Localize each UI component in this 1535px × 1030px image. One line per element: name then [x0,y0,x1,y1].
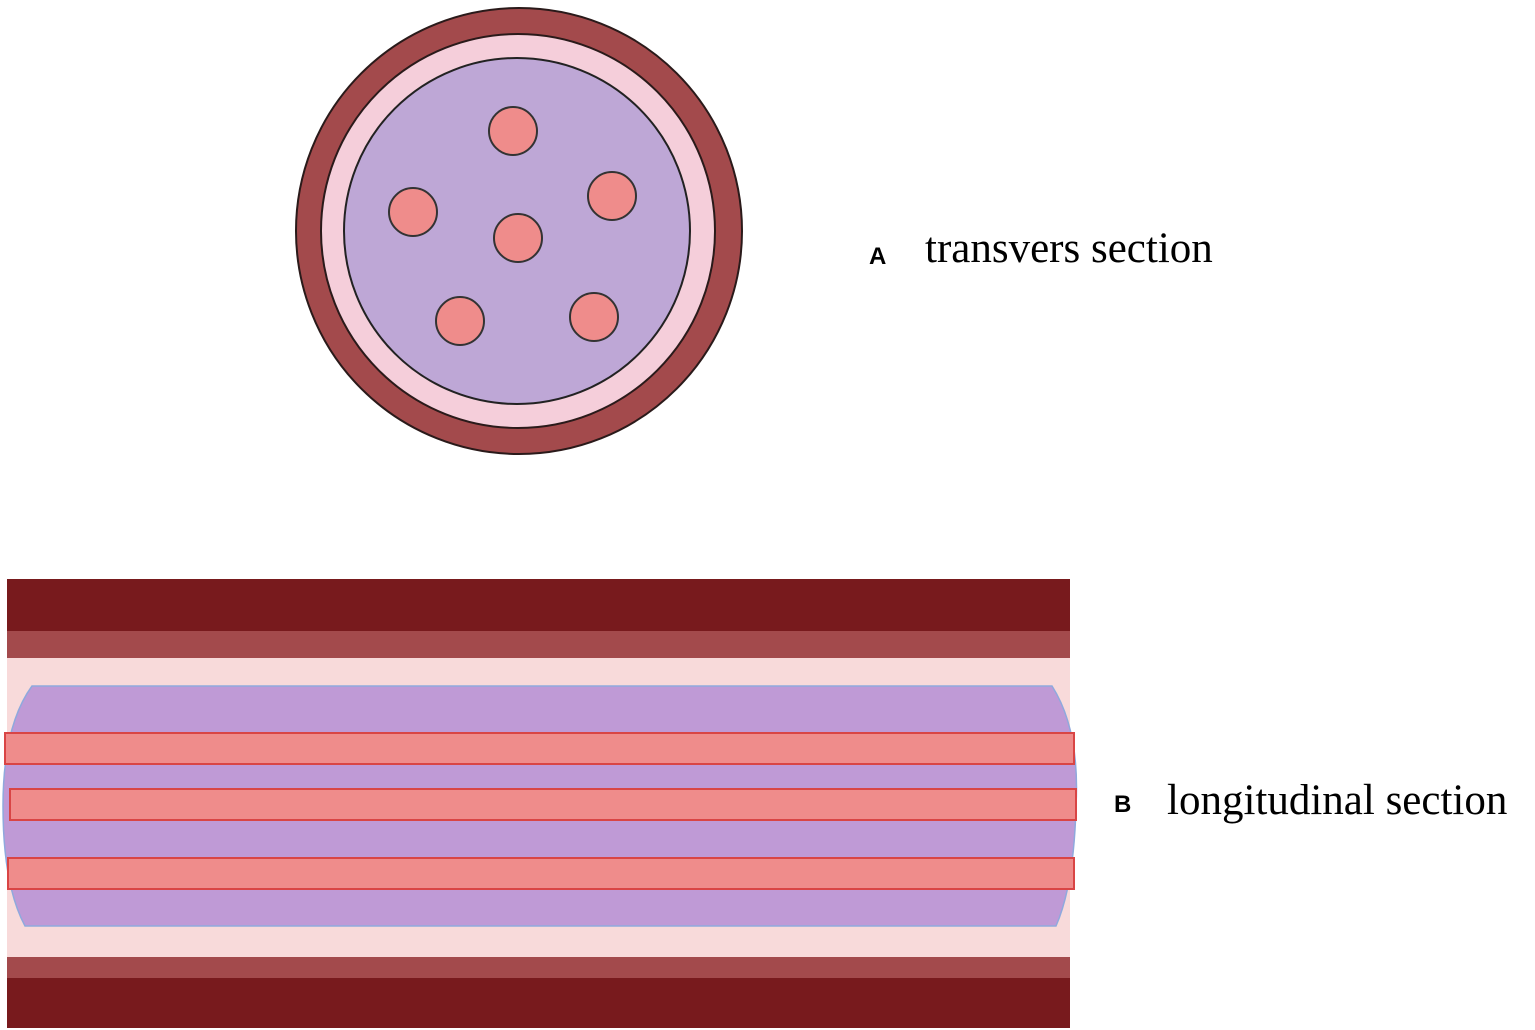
outer-wall-dark-top [7,579,1070,631]
transverse-section: A transvers section [295,7,1213,455]
channel-circle [493,213,543,263]
outer-wall-bottom [7,957,1070,978]
channel-bar [7,857,1075,890]
channel-circle [569,292,619,342]
outer-wall-dark-bottom [7,978,1070,1028]
channel-circle [388,187,438,237]
panel-b-letter: B [1114,791,1131,818]
channel-bar [4,732,1075,765]
panel-a-caption: transvers section [925,225,1213,272]
channel-circle [435,296,485,346]
panel-a-letter: A [869,243,886,270]
outer-wall-top [7,631,1070,658]
channel-bar [9,788,1077,821]
channel-circle [587,171,637,221]
panel-b-caption: longitudinal section [1167,777,1507,824]
longitudinal-section: B longitudinal section [2,579,1507,1028]
channel-circle [488,106,538,156]
